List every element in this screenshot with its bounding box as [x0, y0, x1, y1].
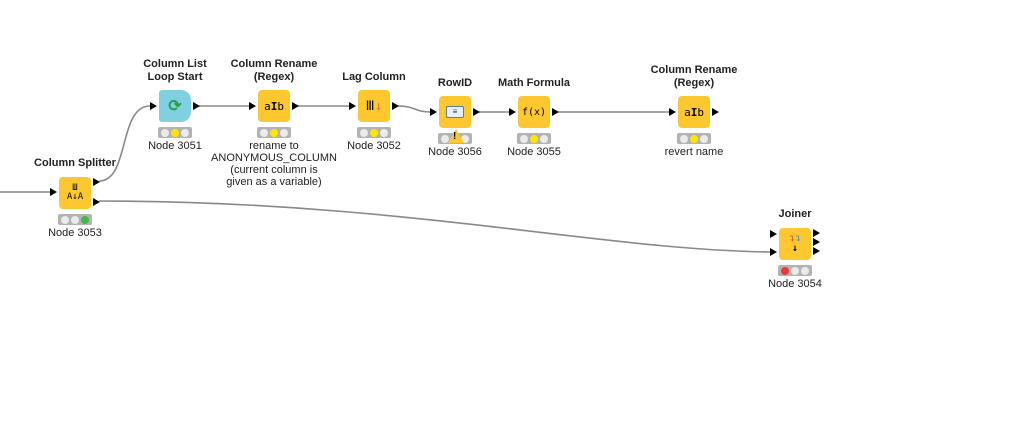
node-label[interactable]: Node 3056 — [428, 146, 482, 158]
input-port[interactable] — [509, 108, 516, 116]
connection-splitter-to-joiner[interactable] — [98, 200, 772, 253]
node-title: Column Splitter — [34, 157, 116, 169]
node-title: RowID — [437, 77, 473, 89]
rename-icon[interactable]: aIb — [258, 90, 290, 122]
output-port[interactable] — [93, 178, 100, 186]
node-label[interactable]: Node 3052 — [347, 140, 401, 152]
input-port[interactable] — [770, 230, 777, 238]
warning-icon[interactable] — [448, 129, 464, 143]
node-label[interactable]: rename to ANONYMOUS_COLUMN (current colu… — [211, 140, 337, 188]
node-lag-column[interactable]: Lag Column Ⅲ↓ Node 3052 — [314, 71, 434, 152]
input-port[interactable] — [669, 108, 676, 116]
node-title: Joiner — [778, 208, 812, 220]
output-port[interactable] — [813, 238, 820, 246]
math-formula-icon[interactable]: f(x) — [518, 96, 550, 128]
rename-icon[interactable]: aIb — [678, 96, 710, 128]
node-joiner[interactable]: Joiner ↴↴↓ Node 3054 — [735, 208, 855, 290]
input-port[interactable] — [770, 248, 777, 256]
status-traffic-light — [257, 127, 291, 138]
node-title: Math Formula — [497, 77, 571, 89]
node-column-list-loop-start[interactable]: Column List Loop Start ⟳ Node 3051 — [115, 58, 235, 152]
output-port[interactable] — [292, 102, 299, 110]
status-traffic-light: ! — [438, 129, 472, 144]
output-port[interactable] — [193, 102, 200, 110]
status-traffic-light — [778, 265, 812, 276]
connection-lag-to-rowid[interactable] — [397, 105, 431, 113]
input-port[interactable] — [430, 108, 437, 116]
output-port[interactable] — [392, 102, 399, 110]
input-port[interactable] — [50, 188, 57, 196]
warning-mark: ! — [453, 131, 457, 142]
node-label[interactable]: revert name — [664, 146, 724, 158]
node-title: Column List Loop Start — [143, 58, 207, 83]
input-port[interactable] — [249, 102, 256, 110]
loop-icon[interactable]: ⟳ — [159, 90, 191, 122]
status-traffic-light — [58, 214, 92, 225]
joiner-icon[interactable]: ↴↴↓ — [779, 228, 811, 260]
rowid-icon[interactable]: ≡ — [439, 96, 471, 128]
node-title: Lag Column — [342, 71, 406, 83]
status-traffic-light — [517, 133, 551, 144]
connection-splitter-to-loop[interactable] — [98, 105, 151, 182]
output-port[interactable] — [813, 229, 820, 237]
lag-column-icon[interactable]: Ⅲ↓ — [358, 90, 390, 122]
node-label[interactable]: Node 3051 — [148, 140, 202, 152]
output-port[interactable] — [93, 198, 100, 206]
node-rowid[interactable]: RowID ≡ ! Node 3056 — [395, 77, 515, 158]
input-port[interactable] — [349, 102, 356, 110]
output-port[interactable] — [712, 108, 719, 116]
node-title: Column Rename (Regex) — [230, 58, 318, 83]
output-port[interactable] — [813, 247, 820, 255]
status-traffic-light — [357, 127, 391, 138]
node-column-rename-regex[interactable]: Column Rename (Regex) aIb rename to ANON… — [204, 58, 344, 188]
node-label[interactable]: Node 3053 — [48, 227, 102, 239]
input-port[interactable] — [150, 102, 157, 110]
node-label[interactable]: Node 3054 — [768, 278, 822, 290]
output-port[interactable] — [552, 108, 559, 116]
status-traffic-light — [158, 127, 192, 138]
node-label[interactable]: Node 3055 — [507, 146, 561, 158]
output-port[interactable] — [473, 108, 480, 116]
node-math-formula[interactable]: Math Formula f(x) Node 3055 — [474, 77, 594, 158]
node-column-rename-regex-revert[interactable]: Column Rename (Regex) aIb revert name — [634, 64, 754, 158]
node-title: Column Rename (Regex) — [650, 64, 738, 89]
status-traffic-light — [677, 133, 711, 144]
